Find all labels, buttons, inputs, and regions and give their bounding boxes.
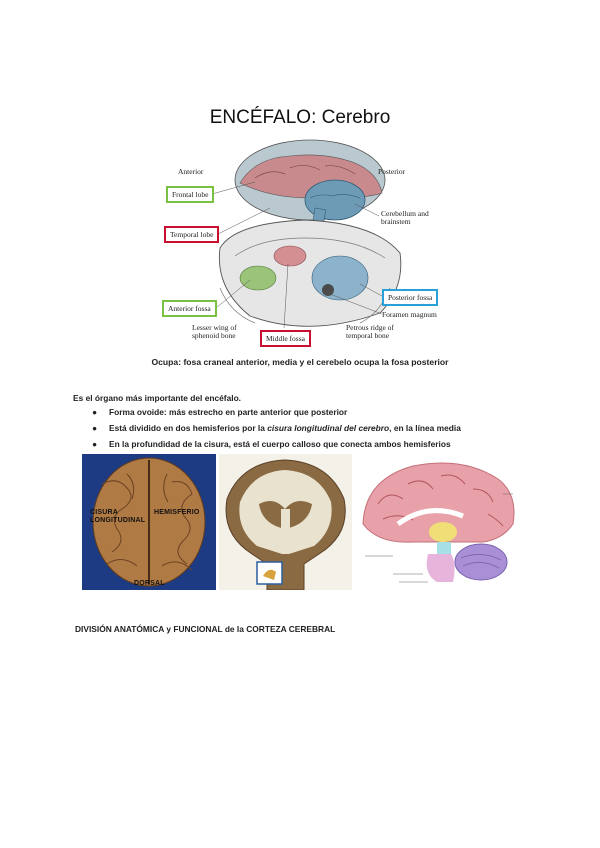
hemisferio-label: HEMISFERIO (154, 509, 200, 516)
brain-sagittal-image (353, 454, 528, 590)
brain-dorsal-image (92, 457, 206, 587)
petrous-ridge-label: Petrous ridge of temporal bone (346, 323, 394, 340)
bullet-marker: ● (92, 423, 98, 433)
section-heading: DIVISIÓN ANATÓMICA y FUNCIONAL de la COR… (75, 624, 336, 634)
skull-brain-illustration (211, 139, 402, 329)
brain-coronal-image (225, 459, 346, 590)
skull-brain-figure: Anterior Posterior Frontal lobe Temporal… (160, 138, 450, 350)
cerebellum-brainstem-label: Cerebellum and brainstem (381, 209, 429, 226)
list-item: ● Forma ovoide: más estrecho en parte an… (92, 407, 348, 417)
figure-caption: Ocupa: fosa craneal anterior, media y el… (151, 357, 449, 367)
intro-text: Es el órgano más importante del encéfalo… (73, 393, 242, 403)
posterior-fossa-label: Posterior fossa (382, 289, 439, 306)
brain-coronal-photo (219, 454, 352, 590)
temporal-lobe-label: Temporal lobe (164, 226, 220, 243)
bullet-list: ● Forma ovoide: más estrecho en parte an… (92, 407, 512, 455)
lesser-wing-label: Lesser wing of sphenoid bone (192, 323, 237, 340)
foramen-magnum-label: Foramen magnum (382, 310, 437, 319)
bullet-marker: ● (92, 439, 98, 449)
page-title: ENCÉFALO: Cerebro (209, 107, 391, 128)
posterior-label: Posterior (378, 167, 406, 176)
emphasis-text: cisura longitudinal del cerebro (267, 423, 390, 433)
cisura-label-1: CISURA (90, 509, 119, 516)
bullet-marker: ● (92, 407, 98, 417)
middle-fossa-label: Middle fossa (260, 330, 311, 347)
dorsal-label: DORSAL (134, 580, 165, 587)
list-item: ● Está dividido en dos hemisferios por l… (92, 423, 461, 433)
list-item: ● En la profundidad de la cisura, está e… (92, 439, 451, 449)
anterior-fossa-label: Anterior fossa (162, 300, 217, 317)
cisura-label-2: LONGITUDINAL (90, 517, 146, 524)
brain-dorsal-photo: CISURA LONGITUDINAL HEMISFERIO DORSAL (82, 454, 216, 590)
anterior-label: Anterior (178, 167, 204, 176)
frontal-lobe-label: Frontal lobe (166, 186, 215, 203)
brain-sagittal-illustration (362, 462, 515, 583)
